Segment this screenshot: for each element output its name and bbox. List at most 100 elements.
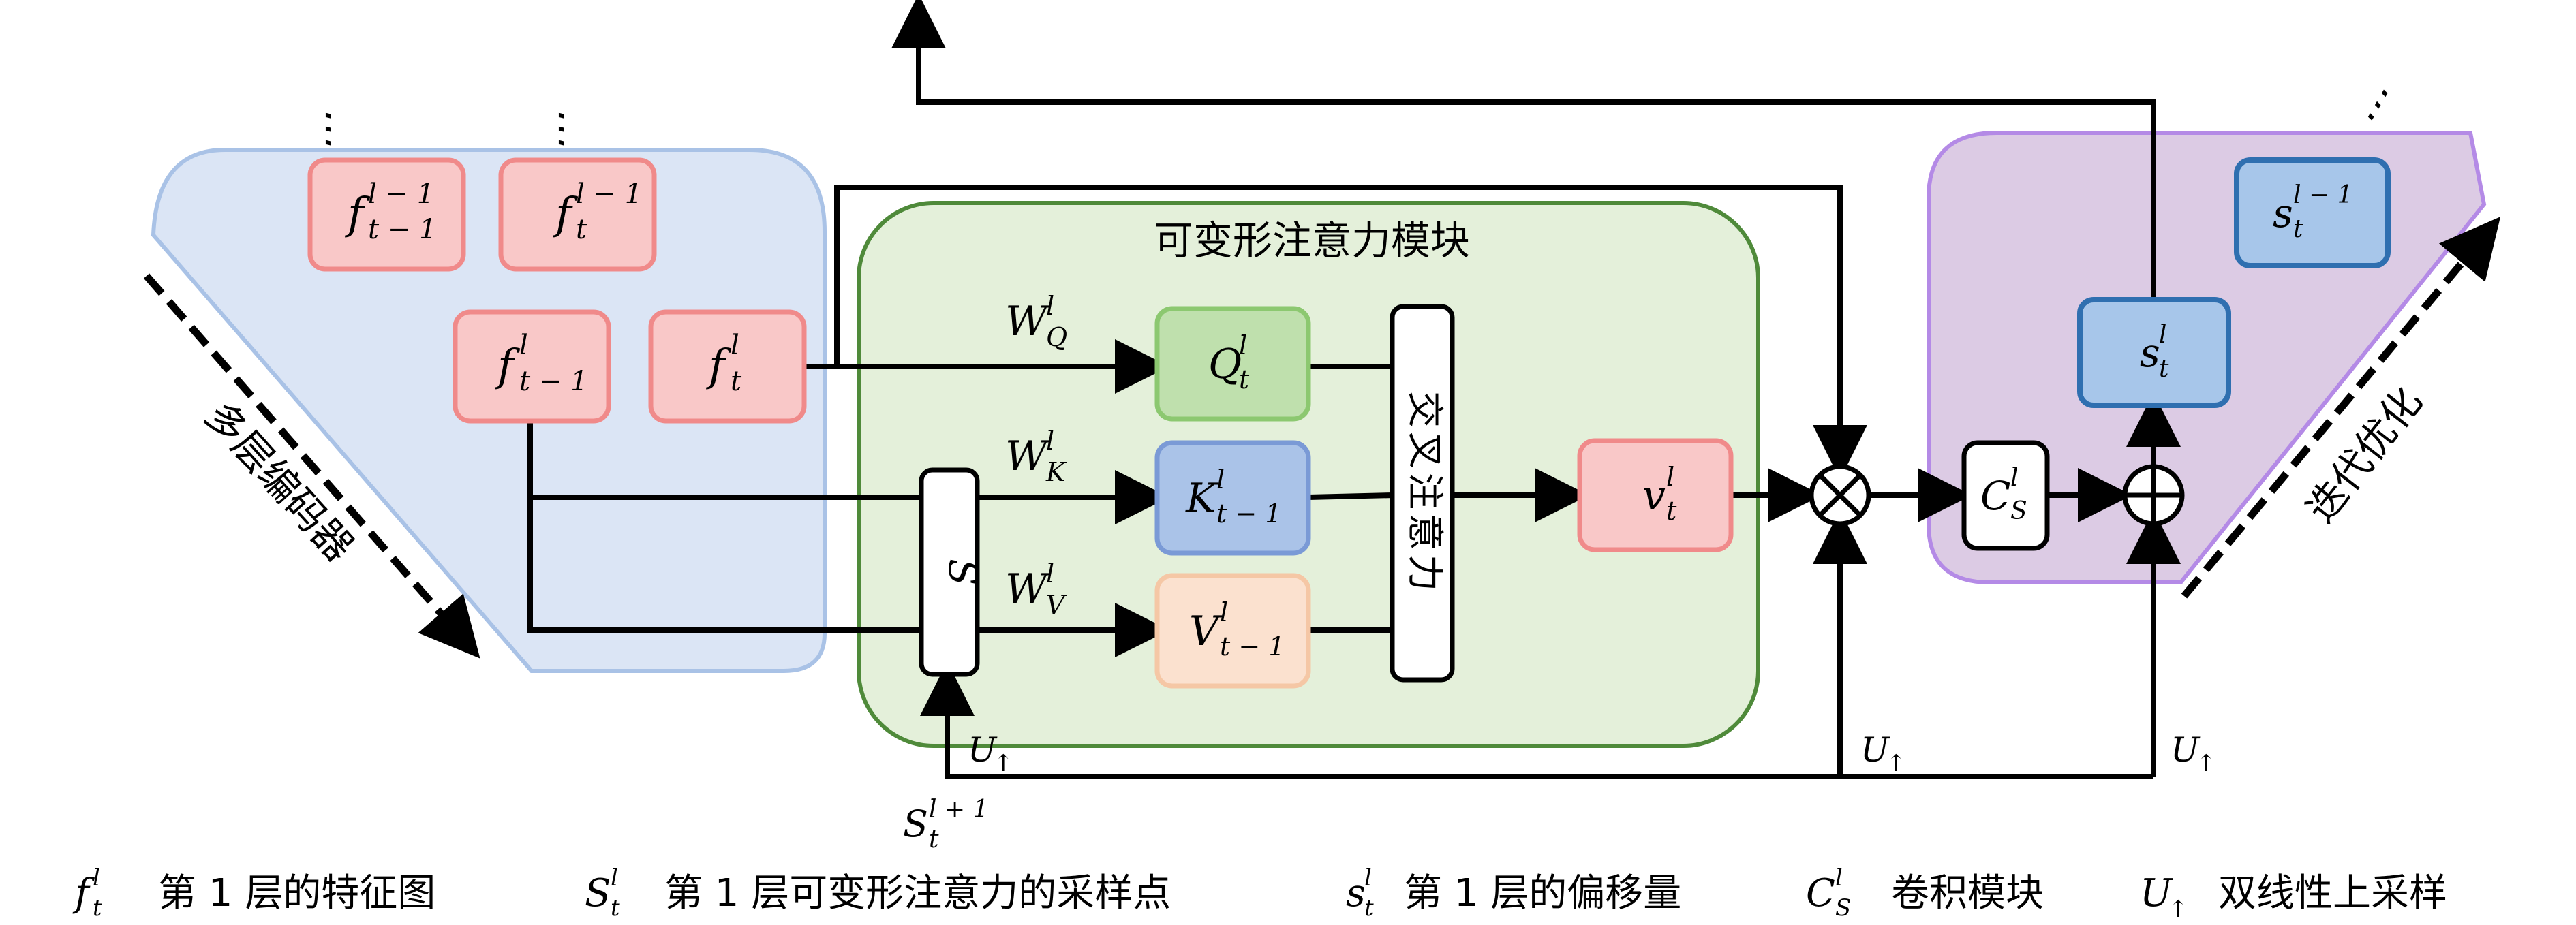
svg-text:K: K (1185, 475, 1218, 522)
svg-text:l: l (1046, 426, 1054, 456)
svg-text:S: S (940, 559, 986, 586)
svg-text:t: t (576, 214, 587, 245)
sampler-block: S (919, 467, 986, 677)
refine-dots: ⋯ (2344, 78, 2406, 137)
svg-text:t: t (731, 366, 742, 397)
encoder-dots-right: ⋯ (538, 106, 586, 146)
svg-text:t − 1: t − 1 (1216, 499, 1281, 529)
svg-text:v: v (1642, 472, 1666, 520)
ft-to-multiply-line (834, 185, 1867, 480)
query-box: Q l t (1154, 306, 1311, 422)
legend-item-conv: C l S 卷积模块 (1806, 864, 2044, 922)
wv-label: W l V (1005, 559, 1067, 620)
svg-text:Q: Q (1046, 322, 1067, 352)
svg-text:t: t (93, 894, 102, 922)
feature-box-prev-prev: f l − 1 t − 1 (307, 157, 466, 272)
svg-text:l: l (1216, 465, 1225, 495)
offset-box-prev-layer: s l − 1 t (2234, 157, 2391, 268)
wq-label: W l Q (1005, 291, 1067, 352)
svg-text:l: l (731, 330, 739, 361)
svg-text:Q: Q (1208, 341, 1242, 388)
svg-text:U: U (968, 730, 998, 770)
svg-text:l − 1: l − 1 (2293, 181, 2352, 209)
feature-box-cur-prev-layer: f l − 1 t (498, 157, 657, 272)
svg-text:K: K (1045, 457, 1067, 487)
add-node (2122, 464, 2185, 527)
svg-text:l: l (93, 864, 100, 892)
svg-text:l: l (1220, 597, 1228, 627)
svg-text:l: l (1046, 291, 1054, 321)
upsample-label-2: U ↑ (1860, 730, 1906, 777)
legend: f l t 第 1 层的特征图 S l t 第 1 层可变形注意力的采样点 s … (72, 864, 2447, 923)
legend-item-sampling: S l t 第 1 层可变形注意力的采样点 (585, 864, 1171, 922)
value-box: V l t − 1 (1154, 573, 1311, 689)
upsample-label-1: U ↑ (968, 730, 1013, 777)
svg-text:l: l (1239, 330, 1247, 360)
svg-text:l: l (519, 330, 528, 361)
svg-text:l − 1: l − 1 (368, 178, 434, 210)
svg-text:S: S (903, 802, 928, 845)
svg-text:U: U (2171, 730, 2201, 770)
attention-output-box: v l t (1577, 438, 1734, 552)
svg-text:第 1 层的偏移量: 第 1 层的偏移量 (1404, 871, 1681, 915)
svg-text:s: s (1346, 871, 1366, 915)
svg-text:U: U (2140, 871, 2173, 915)
sampling-points-label: S l + 1 t (903, 796, 988, 853)
svg-text:s: s (2140, 330, 2160, 376)
svg-text:l: l (1364, 864, 1372, 892)
svg-text:↑: ↑ (994, 750, 1013, 777)
upsample-label-3: U ↑ (2171, 730, 2216, 777)
svg-text:l: l (2010, 464, 2019, 492)
svg-text:t: t (1239, 364, 1250, 394)
svg-text:C: C (1806, 871, 1835, 915)
offset-box: s l t (2077, 297, 2231, 408)
svg-text:S: S (1835, 894, 1851, 922)
svg-text:↑: ↑ (1886, 750, 1906, 777)
svg-text:W: W (1005, 433, 1050, 480)
svg-text:t: t (929, 826, 939, 853)
multiply-node (1809, 464, 1871, 527)
svg-text:双线性上采样: 双线性上采样 (2218, 871, 2447, 915)
svg-text:l: l (611, 864, 618, 892)
legend-item-offset: s l t 第 1 层的偏移量 (1346, 864, 1681, 922)
key-box: K l t − 1 (1154, 440, 1311, 556)
svg-text:t: t (611, 894, 620, 922)
feature-box-cur: f l t (648, 309, 807, 424)
svg-text:交叉注意力: 交叉注意力 (1403, 391, 1446, 595)
svg-text:t − 1: t − 1 (519, 366, 587, 397)
svg-text:W: W (1005, 565, 1050, 613)
attention-title: 可变形注意力模块 (1154, 217, 1470, 264)
svg-text:l: l (1835, 864, 1843, 892)
svg-text:C: C (1980, 473, 2010, 519)
svg-text:V: V (1046, 590, 1067, 620)
feedback-line (891, 0, 2156, 300)
svg-text:U: U (1860, 730, 1890, 770)
upsample-line (920, 661, 2153, 779)
cross-attention-block: 交叉注意力 (1390, 304, 1455, 683)
svg-text:S: S (2010, 497, 2027, 525)
svg-text:第 1 层的特征图: 第 1 层的特征图 (158, 871, 435, 915)
wk-label: W l K (1005, 426, 1067, 487)
svg-text:l: l (1666, 462, 1674, 492)
encoder-dots-left: ⋯ (305, 106, 353, 146)
svg-text:l: l (1046, 559, 1054, 589)
legend-item-upsample: U ↑ 双线性上采样 (2140, 871, 2447, 923)
legend-item-feature: f l t 第 1 层的特征图 (72, 864, 435, 922)
refine-direction-arrow (2181, 217, 2501, 599)
svg-text:t: t (1364, 894, 1374, 922)
svg-text:↑: ↑ (2168, 896, 2188, 923)
svg-text:W: W (1005, 298, 1050, 345)
svg-text:卷积模块: 卷积模块 (1891, 871, 2044, 915)
svg-text:t − 1: t − 1 (1220, 631, 1285, 661)
svg-text:l − 1: l − 1 (576, 178, 642, 210)
svg-text:f: f (72, 871, 95, 915)
conv-block: C l S (1961, 440, 2050, 551)
feature-box-prev: f l t − 1 (453, 309, 611, 424)
svg-text:S: S (585, 871, 611, 915)
svg-text:t: t (2293, 215, 2303, 243)
encoder-direction-arrow (143, 273, 480, 659)
k-to-cross-line (1308, 492, 1394, 500)
svg-text:s: s (2273, 190, 2293, 236)
svg-text:t: t (2159, 355, 2169, 383)
